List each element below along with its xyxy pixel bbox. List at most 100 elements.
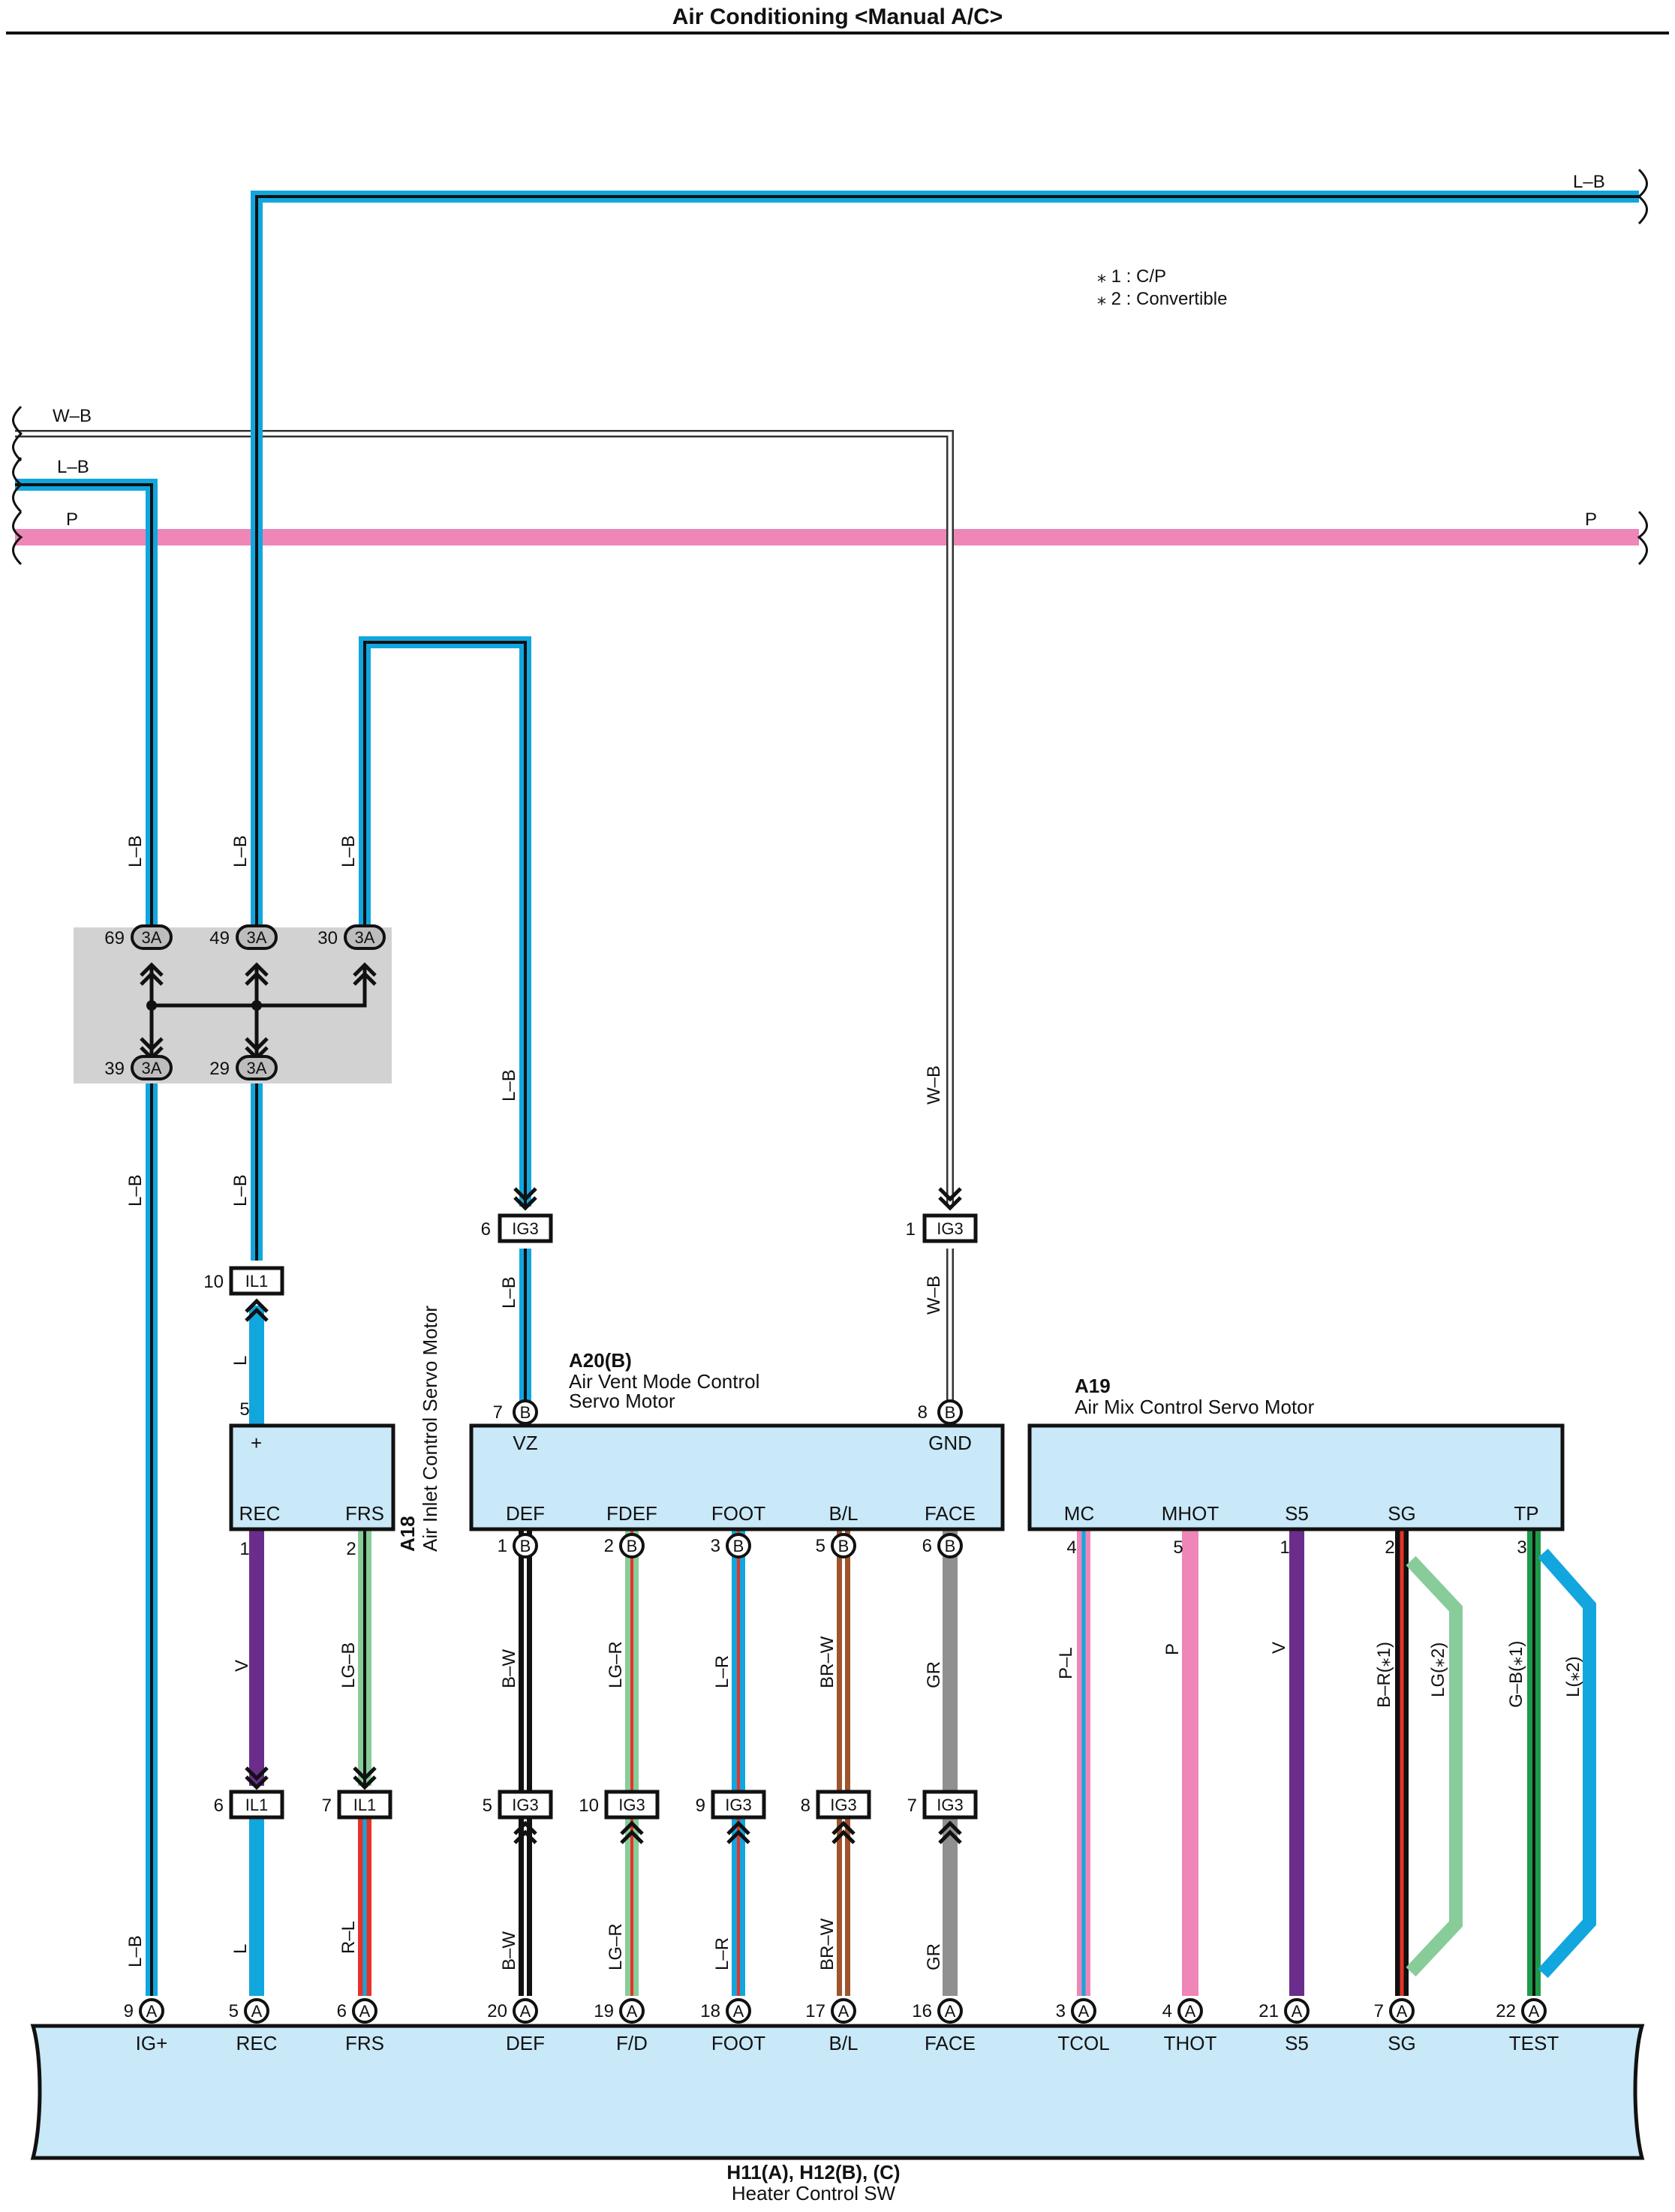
heater-pin-conn: A16 <box>912 1998 963 2024</box>
pin-number: 7 <box>493 1402 503 1423</box>
connector-code: IL1 <box>245 1272 269 1291</box>
junction-dot <box>251 1000 262 1011</box>
connector-code: B <box>520 1537 531 1555</box>
connector-code: IG3 <box>937 1796 963 1814</box>
component-heater: H11(A), H12(B), (C) Heater Control SW <box>30 2024 1645 2204</box>
wire-label: LG–R <box>606 1641 626 1688</box>
pin-number: 5 <box>229 2001 239 2021</box>
connector-code: A <box>733 2002 744 2021</box>
junction-pin-30: 3A 30 <box>317 924 386 950</box>
page-title: Air Conditioning <Manual A/C> <box>672 5 1003 29</box>
connector-code: B <box>838 1537 850 1555</box>
wire-label: G–B(⁎1) <box>1506 1641 1526 1708</box>
a20-name-line2: Servo Motor <box>569 1390 675 1412</box>
wire-label: B–W <box>499 1649 519 1688</box>
a18-term-rec: REC <box>239 1502 281 1525</box>
label-wb: W–B <box>53 406 92 426</box>
wire-label: V <box>1269 1642 1289 1654</box>
pin-number: 30 <box>317 928 338 948</box>
pin-number: 4 <box>1066 1537 1076 1558</box>
label-lb-vert: L–B <box>338 835 359 867</box>
wires <box>15 191 1639 1996</box>
pin-number: 10 <box>579 1796 599 1816</box>
a18-term-frs: FRS <box>345 1502 384 1525</box>
pin-number: 5 <box>1173 1537 1183 1558</box>
component-a18: + 5 REC FRS 1 2 A18 Air Inlet Control Se… <box>229 1306 441 1559</box>
label-lb-top: L–B <box>1573 172 1605 192</box>
note-convertible: ⁎ 2 : Convertible <box>1097 289 1227 309</box>
a20-pin-conn: B3 <box>711 1533 751 1558</box>
connector-code: A <box>251 2002 263 2021</box>
a20-term-gnd: GND <box>928 1432 972 1454</box>
wire-label: P–L <box>1056 1647 1076 1679</box>
wire-label: GR <box>924 1943 944 1970</box>
pin-number: 1 <box>239 1539 249 1559</box>
wire-label: B–W <box>499 1931 519 1970</box>
a19-term-sg: SG <box>1388 1502 1416 1525</box>
heater-pin-conn: A4 <box>1162 1998 1203 2024</box>
heater-term-def: DEF <box>506 2032 545 2054</box>
component-a19: A19 Air Mix Control Servo Motor <box>1027 1375 1565 1531</box>
a20-term-foot: FOOT <box>711 1502 765 1525</box>
heater-pin-conn: A21 <box>1259 1998 1310 2024</box>
connector-code: 3A <box>247 1059 267 1077</box>
label-p-right: P <box>1585 509 1597 530</box>
arrow-up <box>245 962 269 986</box>
a20-terminals: DEFB1B–WFDEFB2LG–RFOOTB3L–RB/LB5BR–WFACE… <box>498 1502 976 1688</box>
a20-pin-conn: B6 <box>922 1533 963 1558</box>
junction-pin-39: 3A 39 <box>104 1055 173 1080</box>
a19-term-s5: S5 <box>1285 1502 1309 1525</box>
heater-term-thot: THOT <box>1164 2032 1217 2054</box>
wire-label: L <box>230 1944 251 1954</box>
wire-label: B–R(⁎1) <box>1374 1642 1394 1708</box>
connector-code: B <box>733 1537 744 1555</box>
pin-number: 7 <box>1374 2001 1384 2021</box>
a19-term-mhot: MHOT <box>1162 1502 1219 1525</box>
connector-code: IG3 <box>512 1219 538 1238</box>
connector-code: IG3 <box>725 1796 751 1814</box>
pin-number: 2 <box>346 1539 356 1559</box>
connector-code: A <box>1529 2002 1540 2021</box>
connector-code: B <box>520 1403 531 1422</box>
wire-label: L–R <box>712 1937 732 1970</box>
connector-code: IG3 <box>830 1796 856 1814</box>
pin-number: 69 <box>104 928 125 948</box>
heater-term-s5: S5 <box>1285 2032 1309 2054</box>
break-lb-right <box>1637 168 1648 225</box>
a19-name: Air Mix Control Servo Motor <box>1075 1396 1315 1418</box>
connector-code: B <box>945 1403 956 1422</box>
heater-term-fd: F/D <box>616 2032 648 2054</box>
pin-number: 39 <box>104 1059 125 1079</box>
pin-number: 9 <box>124 2001 134 2021</box>
pin-number: 8 <box>918 1402 928 1423</box>
label-lb-left: L–B <box>57 457 89 477</box>
a20-gnd-conn <box>937 1399 963 1425</box>
heater-pin-conn: A17 <box>805 1998 856 2024</box>
connector-ig3-vz: IG3 6 <box>481 1187 553 1243</box>
heater-code: H11(A), H12(B), (C) <box>726 2161 900 2183</box>
wire-label: R–L <box>338 1921 359 1954</box>
component-a20: A20(B) Air Vent Mode Control Servo Motor… <box>469 1349 1005 1531</box>
pin-number: 16 <box>912 2001 932 2021</box>
wire-label-alt: L(⁎2) <box>1563 1656 1583 1697</box>
heater-pin-conn: A7 <box>1374 1998 1415 2024</box>
pin-number: 5 <box>239 1399 249 1420</box>
connector-code: A <box>359 2002 371 2021</box>
heater-term-rec: REC <box>236 2032 278 2054</box>
label-lb-vert: L–B <box>230 835 251 867</box>
label-wb-vert: W–B <box>924 1065 944 1104</box>
heater-pin-conn: A6 <box>337 1998 377 2024</box>
arrow-up <box>353 962 377 986</box>
a20-pin-conn: B1 <box>498 1533 538 1558</box>
wire-lb-left <box>15 479 158 938</box>
arrow-up <box>140 962 164 986</box>
label-lb-igplus: L–B <box>125 1935 146 1967</box>
note-cp: ⁎ 1 : C/P <box>1097 266 1166 287</box>
connector-code: 3A <box>142 928 162 947</box>
a18-code: A18 <box>396 1516 419 1552</box>
wire-lg-sg-alt <box>1406 1555 1463 1977</box>
